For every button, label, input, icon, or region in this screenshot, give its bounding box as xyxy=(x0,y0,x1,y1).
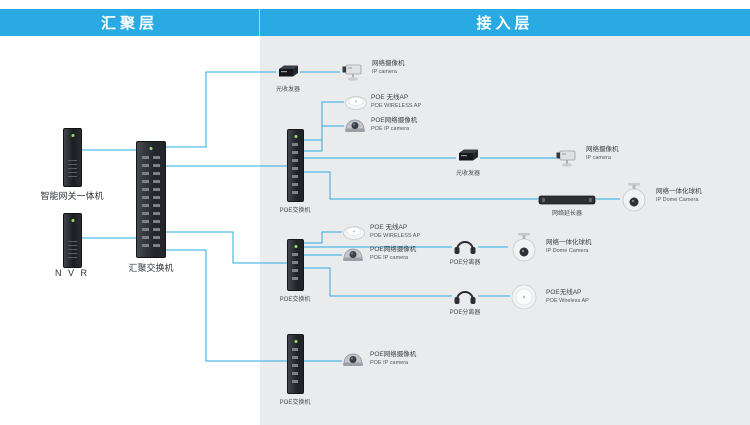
label-cn: POE 无线AP xyxy=(370,224,408,231)
fiber-transceiver-mid-caption: 光收发器 xyxy=(455,171,480,177)
poe-switch-2-caption: POE交换机 xyxy=(279,297,311,303)
label-en: POE IP camera xyxy=(370,254,409,261)
access-layer-title: 接入层 xyxy=(476,15,534,32)
poe-camera-2-device xyxy=(342,245,364,268)
label-en: POE WIRELESS AP xyxy=(370,232,421,239)
label-cn: POE网络摄像机 xyxy=(370,246,417,253)
dome-camera-icon xyxy=(343,248,363,261)
aggregation-switch-icon xyxy=(136,141,166,258)
ip-camera-top-device xyxy=(340,58,366,89)
aggregation-switch-label: 汇聚交换机 xyxy=(128,263,174,273)
nvr-device xyxy=(63,213,82,268)
label-cn: POE无线AP xyxy=(546,289,582,296)
label-en: POE Wireless AP xyxy=(546,297,589,304)
smart-gateway-device xyxy=(63,128,82,187)
label-en: IP camera xyxy=(372,68,397,75)
dome-camera-1-label: 网络一体化球机 IP Dome Camera xyxy=(656,188,702,204)
poe-splitter-icon xyxy=(454,241,476,254)
box-camera-icon xyxy=(556,150,576,167)
ip-camera-top-label: 网络摄像机 IP camera xyxy=(372,60,405,76)
aggregation-layer-title: 汇聚层 xyxy=(100,15,158,32)
label-cn: POE 无线AP xyxy=(371,94,409,101)
ball-dome-camera-icon xyxy=(622,183,646,212)
wireless-ap-1-device xyxy=(344,94,368,116)
dome-camera-1-device xyxy=(618,182,650,219)
poe-splitter-1-device xyxy=(452,236,478,261)
dome-camera-2-label: 网络一体化球机 IP Dome Camera xyxy=(546,239,592,255)
poe-switch-icon xyxy=(287,239,304,291)
fiber-transceiver-top-caption: 光收发器 xyxy=(275,87,300,93)
wireless-ap-disc-icon xyxy=(511,284,537,310)
gateway-label: 智能网关一体机 xyxy=(40,191,104,201)
label-en: IP Dome Camera xyxy=(546,247,589,254)
fiber-transceiver-top-device xyxy=(276,64,300,86)
nvr-icon xyxy=(63,213,82,268)
ball-dome-camera-icon xyxy=(512,233,536,262)
header-bar: 汇聚层 接入层 xyxy=(0,9,750,36)
ip-camera-mid-device xyxy=(554,144,580,175)
box-camera-icon xyxy=(342,64,362,81)
poe-camera-3-label: POE网络摄像机 POE IP camera xyxy=(370,351,416,367)
poe-switch-3-caption: POE交换机 xyxy=(279,400,311,406)
dome-camera-icon xyxy=(345,119,365,132)
wireless-ap-3-device xyxy=(510,283,538,316)
poe-switch-icon xyxy=(287,129,304,202)
label-en: POE IP camera xyxy=(370,359,409,366)
access-layer-header: 接入层 xyxy=(260,9,750,36)
poe-switch-1-device xyxy=(287,129,304,202)
poe-splitter-2-caption: POE分离器 xyxy=(449,310,481,316)
network-extender-caption: 网络延长器 xyxy=(551,211,582,217)
wireless-ap-1-label: POE 无线AP POE WIRELESS AP xyxy=(371,94,421,110)
poe-camera-2-label: POE网络摄像机 POE IP camera xyxy=(370,246,416,262)
label-en: IP Dome Camera xyxy=(656,196,699,203)
poe-splitter-1-caption: POE分离器 xyxy=(449,260,481,266)
aggregation-switch-device xyxy=(136,141,166,258)
poe-switch-icon xyxy=(287,334,304,394)
aggregation-layer-header: 汇聚层 xyxy=(0,9,260,36)
poe-switch-1-caption: POE交换机 xyxy=(279,208,311,214)
label-en: POE IP camera xyxy=(371,125,410,132)
wireless-ap-icon xyxy=(343,226,365,240)
wireless-ap-2-label: POE 无线AP POE WIRELESS AP xyxy=(370,224,420,240)
fiber-transceiver-icon xyxy=(459,149,478,161)
access-layer-panel xyxy=(260,36,750,425)
label-cn: 网络一体化球机 xyxy=(656,188,702,195)
label-cn: POE网络摄像机 xyxy=(370,351,417,358)
label-en: POE WIRELESS AP xyxy=(371,102,422,109)
label-en: IP camera xyxy=(586,154,611,161)
label-cn: 网络摄像机 xyxy=(586,146,619,153)
poe-switch-2-device xyxy=(287,239,304,291)
poe-camera-1-label: POE网络摄像机 POE IP camera xyxy=(371,117,417,133)
poe-switch-3-device xyxy=(287,334,304,394)
network-extender-device xyxy=(538,193,596,211)
poe-splitter-2-device xyxy=(452,286,478,311)
poe-camera-3-device xyxy=(342,350,364,373)
dome-camera-icon xyxy=(343,353,363,366)
poe-splitter-icon xyxy=(454,291,476,304)
fiber-transceiver-icon xyxy=(279,65,298,77)
label-cn: 网络一体化球机 xyxy=(546,239,592,246)
wireless-ap-icon xyxy=(345,96,367,110)
label-cn: POE网络摄像机 xyxy=(371,117,418,124)
gateway-icon xyxy=(63,128,82,187)
wireless-ap-2-device xyxy=(342,224,366,246)
network-extender-icon xyxy=(538,195,596,205)
wireless-ap-3-label: POE无线AP POE Wireless AP xyxy=(546,289,589,305)
ip-camera-mid-label: 网络摄像机 IP camera xyxy=(586,146,619,162)
poe-camera-1-device xyxy=(344,116,366,139)
nvr-label: N V R xyxy=(54,268,89,278)
fiber-transceiver-mid-device xyxy=(456,148,480,170)
dome-camera-2-device xyxy=(508,232,540,269)
label-cn: 网络摄像机 xyxy=(372,60,405,67)
